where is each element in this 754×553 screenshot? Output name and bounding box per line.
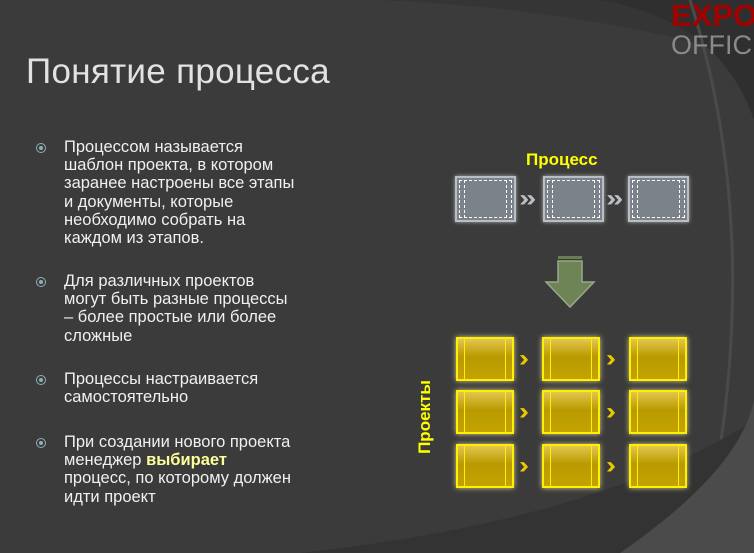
text-line: сложные	[64, 326, 133, 345]
logo-expo: EXPO	[671, 0, 754, 33]
text-line: Для различных проектов	[64, 272, 255, 290]
bullet-2: Для различных проектов могут быть разные…	[36, 272, 336, 345]
text-line: шаблон проекта, в котором	[64, 156, 274, 175]
arrow-down-icon	[544, 256, 596, 309]
chevron-right-icon: »	[518, 185, 537, 212]
text-line: и документы, которые	[64, 192, 234, 211]
project-step-box	[542, 444, 600, 488]
text-line: Процессы настраивается	[64, 370, 259, 388]
bullet-4: При создании нового проекта менеджер выб…	[36, 433, 336, 506]
process-step-box	[543, 176, 604, 222]
chevron-right-icon: ›	[518, 345, 530, 372]
bullet-3: Процессы настраивается самостоятельно	[36, 370, 336, 406]
text-line: Процессом называется	[64, 138, 243, 156]
text-line: – более простые или более	[64, 308, 277, 327]
bullet-icon	[36, 438, 46, 448]
text-part: менеджер	[64, 451, 147, 470]
project-step-box	[456, 337, 514, 381]
text-line: процесс, по которому должен	[64, 469, 291, 488]
chevron-right-icon: ›	[605, 452, 617, 479]
chevron-right-icon: ›	[605, 398, 617, 425]
chevron-right-icon: »	[605, 185, 624, 212]
process-step-box	[628, 176, 689, 222]
chevron-right-icon: ›	[605, 345, 617, 372]
bullet-1: Процессом называется шаблон проекта, в к…	[36, 138, 336, 247]
text-line: могут быть разные процессы	[64, 290, 288, 309]
process-label: Процесс	[526, 150, 598, 169]
bullet-icon	[36, 375, 46, 385]
text-line: менеджер выбирает	[64, 451, 336, 469]
text-line: каждом из этапов.	[64, 229, 204, 248]
bullet-icon	[36, 143, 46, 153]
projects-label: Проекты	[415, 380, 434, 454]
chevron-right-icon: ›	[518, 452, 530, 479]
text-line: заранее настроены все этапы	[64, 174, 295, 193]
slide-title: Понятие процесса	[26, 52, 330, 91]
project-step-box	[629, 390, 687, 434]
project-step-box	[629, 337, 687, 381]
logo-office: OFFICE	[671, 30, 754, 60]
project-step-box	[542, 390, 600, 434]
project-step-box	[456, 444, 514, 488]
project-step-box	[542, 337, 600, 381]
text-line: При создании нового проекта	[64, 433, 291, 451]
text-line: идти проект	[64, 487, 156, 506]
highlight-word: выбирает	[146, 451, 227, 470]
project-step-box	[456, 390, 514, 434]
text-line: самостоятельно	[64, 388, 189, 407]
bullet-icon	[36, 277, 46, 287]
project-step-box	[629, 444, 687, 488]
process-step-box	[455, 176, 516, 222]
text-line: необходимо собрать на	[64, 210, 246, 229]
chevron-right-icon: ›	[518, 398, 530, 425]
